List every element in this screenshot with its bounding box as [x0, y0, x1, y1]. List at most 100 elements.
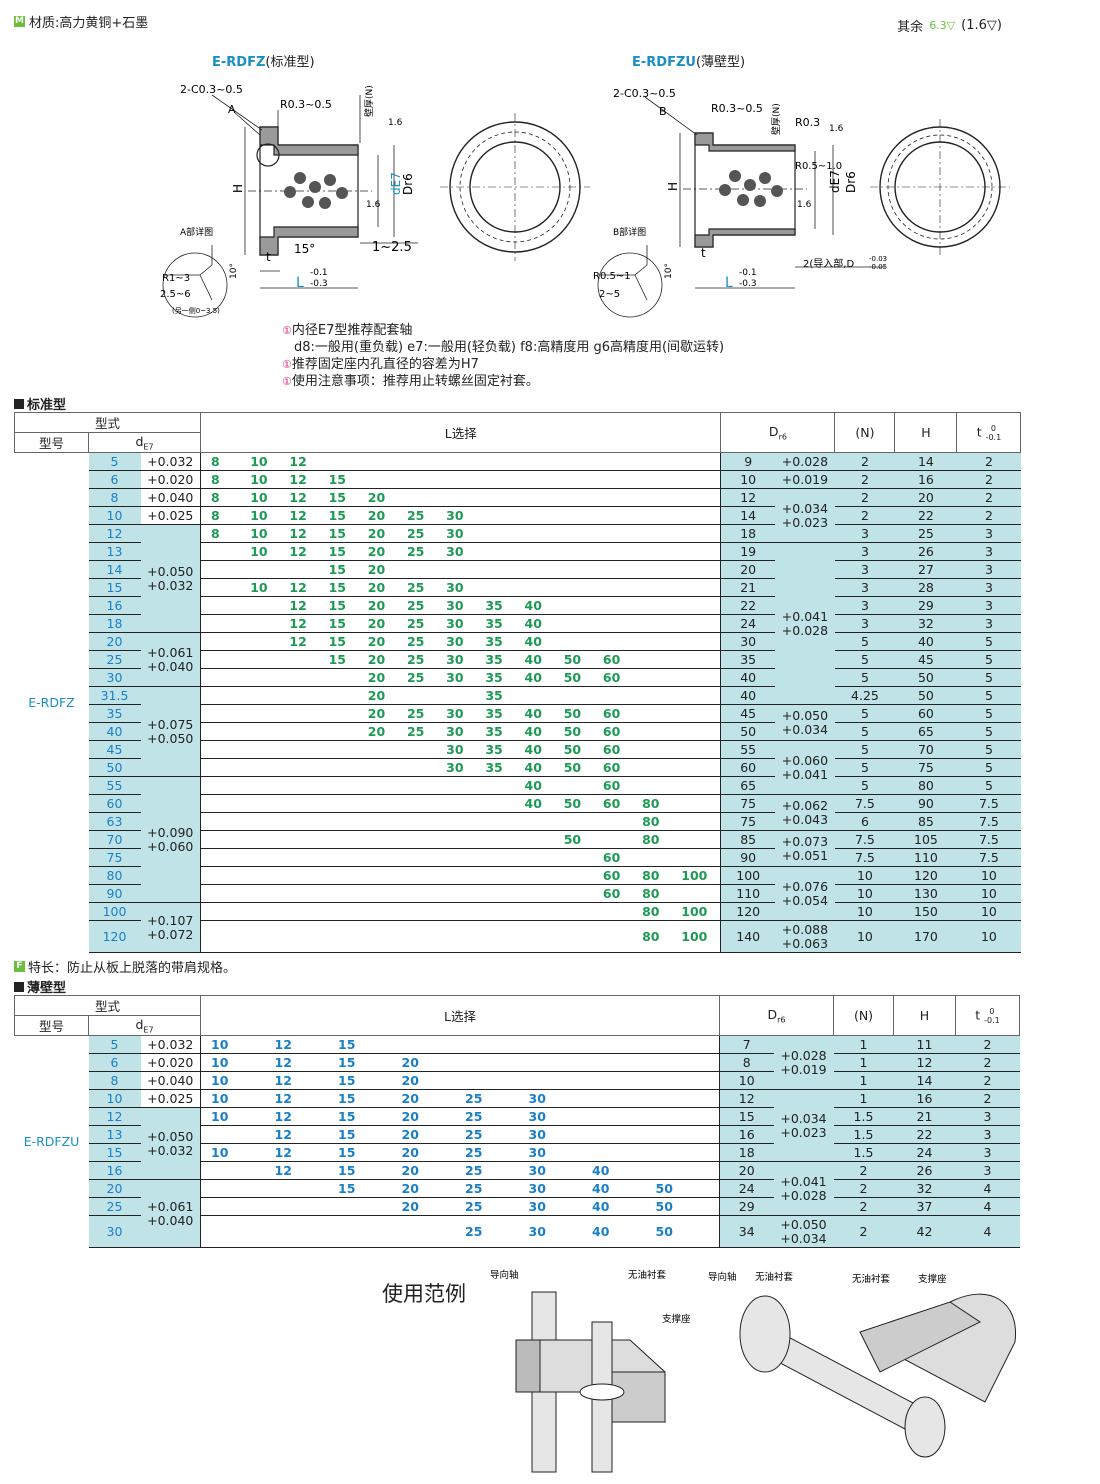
L-option: [446, 868, 485, 883]
L-option: [446, 904, 485, 919]
finish-label-2: 1.6: [797, 200, 812, 210]
H-value: 14: [894, 452, 957, 471]
L-option: [603, 508, 642, 523]
header-D: Dr6: [720, 412, 836, 453]
N-value: 2: [833, 1179, 894, 1198]
L-option: [407, 868, 446, 883]
standard-bushing-drawing: 2-C0.3~0.5 A R0.3~0.5 壁厚(N) 1.6 1.6 H dE…: [160, 83, 590, 318]
L-option: [603, 688, 642, 703]
L-option: 80: [642, 886, 660, 901]
L-option: [250, 598, 289, 613]
L-option: 50: [563, 706, 582, 721]
t-value: 5: [956, 704, 1021, 723]
L-option: 30: [446, 760, 464, 775]
example-title: 使用范例: [382, 1282, 466, 1306]
tol-upper: +0.041: [780, 1173, 827, 1189]
D-value: 35: [720, 650, 775, 669]
L-option: 20: [401, 1145, 419, 1160]
D-value: 20: [720, 560, 775, 579]
L-option: 40: [524, 706, 542, 721]
L-option: [525, 832, 564, 847]
L-option: 25: [406, 544, 425, 559]
L-option: 25: [465, 1127, 483, 1142]
L-tol-lower: -0.3: [739, 279, 757, 289]
tol-lower: +0.063: [781, 935, 829, 951]
L-option: [564, 868, 603, 883]
L-option: [603, 580, 642, 595]
t-value: 3: [955, 1143, 1020, 1162]
H-value: 65: [894, 722, 957, 741]
d-tolerance: +0.020: [140, 1053, 201, 1072]
L-option: [603, 526, 642, 541]
L-option: [525, 850, 564, 865]
d-value: 30: [88, 1215, 141, 1248]
L-option: [250, 814, 289, 829]
d-value: 6: [88, 470, 141, 489]
d-tolerance: +0.025: [140, 506, 201, 525]
D-tolerance: +0.050+0.034: [774, 704, 835, 741]
L-option: 20: [401, 1109, 419, 1124]
N-value: 3: [834, 524, 895, 543]
L-option: 20: [367, 508, 386, 523]
tol-upper: +0.062: [781, 797, 829, 813]
L-option: [329, 670, 368, 685]
L-option: [529, 1073, 593, 1088]
L-option: [407, 850, 446, 865]
L-option: [485, 580, 524, 595]
H-value: 16: [894, 470, 957, 489]
L-option: 60: [602, 796, 621, 811]
d-value: 13: [88, 1125, 141, 1144]
L-option: [564, 634, 603, 649]
thin-bushing-drawing: 2-C0.3~0.5 B R0.3~0.5 壁厚(N) R0.3 R0.5~1.…: [593, 87, 1010, 318]
dim-L: L: [725, 275, 733, 291]
L-options: 60: [200, 848, 722, 867]
detail-w: 2~5: [599, 289, 620, 300]
L-option: [642, 472, 681, 487]
H-value: 75: [894, 758, 957, 777]
L-option: [656, 1145, 720, 1160]
L-option: [642, 454, 681, 469]
L-option: [564, 778, 603, 793]
d-value: 35: [88, 704, 141, 723]
L-option: 15: [328, 562, 346, 577]
header-model: 型号: [14, 1015, 89, 1036]
L-option: [250, 616, 289, 631]
L-option: [407, 796, 446, 811]
N-value: 5: [834, 722, 895, 741]
L-option: [329, 886, 368, 901]
N-value: 3: [834, 560, 895, 579]
tol-lower: +0.040: [147, 658, 194, 674]
tol-upper: +0.025: [147, 1090, 194, 1106]
L-option: 80: [642, 814, 660, 829]
detail-angle: 10°: [664, 263, 674, 279]
L-option: 35: [485, 652, 503, 667]
L-option: [211, 724, 250, 739]
L-option: 12: [289, 580, 307, 595]
L-option: 20: [367, 562, 386, 577]
L-option: 80: [642, 868, 660, 883]
H-value: 50: [894, 668, 957, 687]
L-option: 25: [406, 670, 425, 685]
L-option: 25: [406, 706, 425, 721]
header-d: dE7: [88, 1015, 201, 1036]
L-option: [289, 778, 328, 793]
tol-upper: +0.028: [781, 453, 829, 469]
L-option: [485, 454, 524, 469]
L-option: [564, 454, 603, 469]
L-option: [211, 1199, 275, 1214]
L-option: [250, 688, 289, 703]
N-value: 2: [834, 506, 895, 525]
L-option: 20: [367, 634, 386, 649]
L-option: [289, 562, 328, 577]
dim-L: L: [296, 275, 304, 291]
L-option: 20: [367, 706, 386, 721]
